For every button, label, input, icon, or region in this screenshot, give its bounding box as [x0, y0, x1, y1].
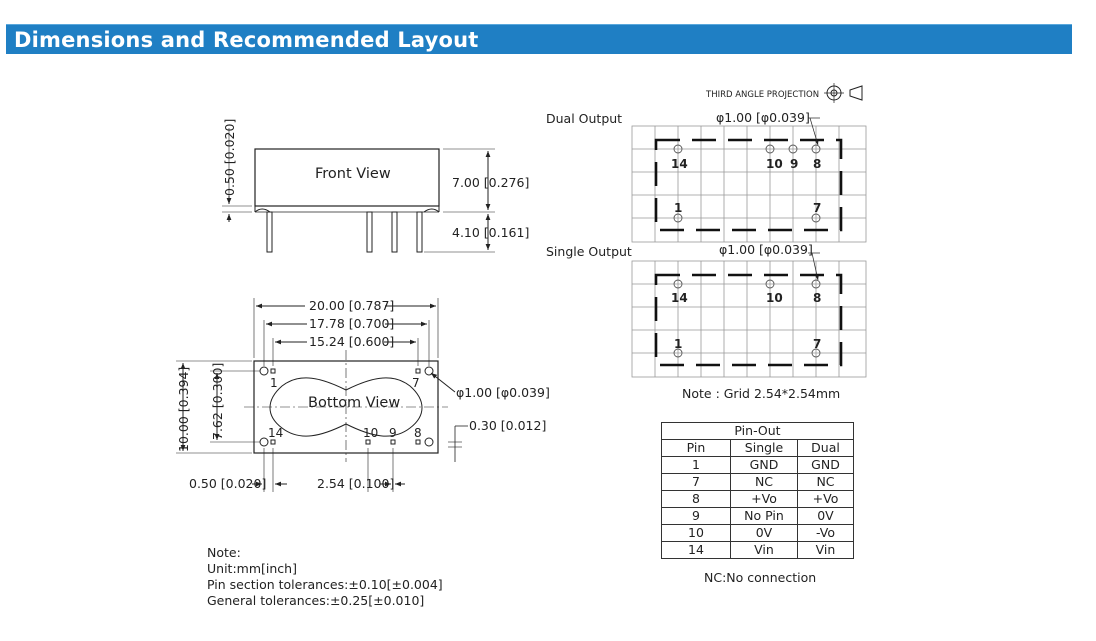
pinout-cell: 0V: [797, 507, 854, 525]
bottom-pin-7: 7: [412, 376, 420, 390]
pinout-header: Single: [730, 439, 798, 457]
pinout-cell: +Vo: [797, 490, 854, 508]
dual-pin-8: 8: [813, 157, 821, 171]
bottom-pin-1: 1: [270, 376, 278, 390]
table-row: 8 +Vo +Vo: [661, 490, 854, 508]
dual-output-holes: [673, 144, 821, 223]
pinout-cell: 14: [661, 541, 731, 559]
table-row: 10 0V -Vo: [661, 524, 854, 542]
single-pin-8: 8: [813, 291, 821, 305]
single-pin-10: 10: [766, 291, 783, 305]
single-output-title: Single Output: [546, 244, 632, 259]
table-row: 7 NC NC: [661, 473, 854, 491]
pinout-cell: Vin: [730, 541, 798, 559]
bottom-dim-pin-span: 17.78 [0.700]: [309, 316, 394, 331]
bottom-dim-width: 20.00 [0.787]: [309, 298, 394, 313]
notes-general-tolerance: General tolerances:±0.25[±0.010]: [207, 593, 425, 608]
bottom-dim-pitch: 2.54 [0.100]: [317, 476, 394, 491]
pinout-title: Pin-Out: [661, 422, 854, 440]
notes-title: Note:: [207, 545, 241, 560]
projection-symbol-icon: [824, 83, 863, 103]
notes-block: Note: Unit:mm[inch] Pin section toleranc…: [207, 545, 443, 609]
pinout-cell: No Pin: [730, 507, 798, 525]
dual-pin-10: 10: [766, 157, 783, 171]
table-row: 14 Vin Vin: [661, 541, 854, 559]
bottom-view-title: Bottom View: [308, 395, 400, 411]
pinout-cell: -Vo: [797, 524, 854, 542]
bottom-dim-pin-span2: 15.24 [0.600]: [309, 334, 394, 349]
dual-output-outline: [654, 138, 843, 232]
dual-pin-14: 14: [671, 157, 688, 171]
bottom-pin-14: 14: [268, 426, 283, 440]
bottom-pin-10: 10: [363, 426, 378, 440]
pinout-cell: NC: [797, 473, 854, 491]
bottom-dim-row: 7.62 [0.300]: [210, 363, 225, 440]
front-view-drawing: [222, 128, 495, 253]
dual-pin-9: 9: [790, 157, 798, 171]
bottom-view-drawing: [176, 298, 468, 492]
single-pin-1: 1: [674, 337, 682, 351]
single-output-hole: φ1.00 [φ0.039]: [719, 242, 813, 257]
dual-output-hole: φ1.00 [φ0.039]: [716, 110, 810, 125]
front-dim-pin: 4.10 [0.161]: [452, 225, 529, 240]
section-header: Dimensions and Recommended Layout: [6, 24, 1072, 54]
pinout-header: Pin: [661, 439, 731, 457]
dual-output-title: Dual Output: [546, 111, 622, 126]
pinout-cell: GND: [730, 456, 798, 474]
grid-note: Note : Grid 2.54*2.54mm: [682, 386, 840, 401]
single-output-grid: [631, 260, 867, 378]
pinout-cell: 10: [661, 524, 731, 542]
notes-pin-tolerance: Pin section tolerances:±0.10[±0.004]: [207, 577, 443, 592]
pinout-cell: 7: [661, 473, 731, 491]
dual-output-grid: [631, 125, 867, 243]
pinout-cell: NC: [730, 473, 798, 491]
bottom-dim-height: 10.00 [0.394]: [176, 367, 191, 452]
pinout-cell: GND: [797, 456, 854, 474]
pinout-cell: 9: [661, 507, 731, 525]
pinout-cell: Vin: [797, 541, 854, 559]
table-row: 9 No Pin 0V: [661, 507, 854, 525]
bottom-pin-9: 9: [389, 426, 397, 440]
pinout-header: Dual: [797, 439, 854, 457]
pinout-cell: +Vo: [730, 490, 798, 508]
bottom-pin-8: 8: [414, 426, 422, 440]
single-output-outline: [654, 273, 843, 367]
notes-unit: Unit:mm[inch]: [207, 561, 297, 576]
dual-pin-7: 7: [813, 201, 821, 215]
bottom-dim-thk: 0.30 [0.012]: [469, 418, 546, 433]
pinout-table: Pin-Out Pin Single Dual 1 GND GND 7 NC N…: [661, 422, 854, 559]
single-pin-7: 7: [813, 337, 821, 351]
pinout-footnote: NC:No connection: [704, 570, 817, 585]
bottom-dim-edge: 0.50 [0.020]: [189, 476, 266, 491]
projection-label: THIRD ANGLE PROJECTION: [705, 90, 819, 100]
table-row: 1 GND GND: [661, 456, 854, 474]
front-dim-offset: 0.50 [0.020]: [222, 119, 237, 196]
bottom-dim-hole: φ1.00 [φ0.039]: [456, 385, 550, 400]
pinout-header-row: Pin Single Dual: [661, 439, 854, 457]
pinout-cell: 1: [661, 456, 731, 474]
single-pin-14: 14: [671, 291, 688, 305]
pinout-cell: 0V: [730, 524, 798, 542]
single-output-holes: [673, 279, 821, 358]
section-title: Dimensions and Recommended Layout: [14, 28, 479, 52]
pinout-cell: 8: [661, 490, 731, 508]
front-view-title: Front View: [315, 166, 391, 182]
dual-pin-1: 1: [674, 201, 682, 215]
front-dim-height: 7.00 [0.276]: [452, 175, 529, 190]
